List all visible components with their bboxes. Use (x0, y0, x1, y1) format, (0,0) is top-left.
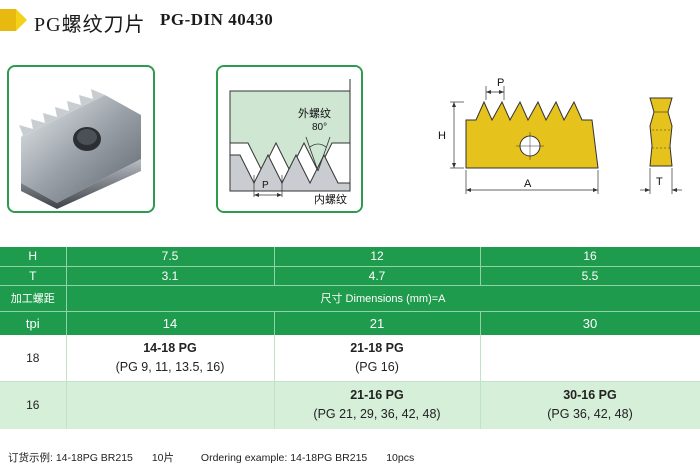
page-title: PG螺纹刀片 (34, 14, 146, 36)
product-cell: 21-18 PG (PG 16) (274, 335, 481, 382)
t-value-1: 3.1 (66, 266, 275, 286)
h-value-2: 12 (274, 247, 481, 267)
dimensions-header: 尺寸 Dimensions (mm)=A (66, 285, 700, 312)
product-pg-list: (PG 16) (355, 359, 399, 374)
tpi-value-2: 21 (274, 311, 481, 335)
tpi-label: tpi (0, 311, 67, 335)
product-name: 14-18 PG (143, 340, 197, 355)
insert-front-view (450, 86, 599, 194)
t-value-2: 4.7 (274, 266, 481, 286)
table-row: 18 14-18 PG (PG 9, 11, 13.5, 16) 21-18 P… (0, 335, 700, 382)
header-row: 加工螺距 尺寸 Dimensions (mm)=A (0, 285, 700, 312)
inner-thread-label: 内螺纹 (314, 194, 347, 206)
order-en-qty: 10pcs (386, 452, 415, 464)
dim-h-label: H (438, 130, 446, 142)
product-name: 30-16 PG (563, 388, 617, 403)
title-bar: PG螺纹刀片 PG-DIN 40430 (0, 0, 700, 44)
page-code: PG-DIN 40430 (160, 10, 274, 29)
dim-a-label: A (524, 178, 532, 190)
pitch-label: P (262, 180, 269, 191)
h-row-label: H (0, 247, 67, 267)
product-pg-list: (PG 21, 29, 36, 42, 48) (313, 407, 441, 422)
angle-label: 80° (312, 122, 328, 133)
insert-photo-card (7, 65, 155, 213)
product-cell-empty (480, 335, 700, 382)
order-cn-label: 订货示例: 14-18PG BR215 (8, 452, 133, 464)
product-cell: 14-18 PG (PG 9, 11, 13.5, 16) (66, 335, 275, 382)
tpi-value-3: 30 (480, 311, 700, 335)
insert-photo-illustration (19, 89, 141, 209)
thread-profile-diagram (218, 67, 361, 211)
product-cell-empty (66, 381, 275, 429)
insert-side-view (640, 97, 682, 194)
dim-t-label: T (656, 176, 663, 188)
h-value-1: 7.5 (66, 247, 275, 267)
h-value-3: 16 (480, 247, 700, 267)
product-cell: 21-16 PG (PG 21, 29, 36, 42, 48) (274, 381, 481, 429)
product-cell: 30-16 PG (PG 36, 42, 48) (480, 381, 700, 429)
t-row: T 3.1 4.7 5.5 (0, 266, 700, 286)
pitch-header: 加工螺距 (0, 285, 67, 312)
outer-thread-label: 外螺纹 (298, 108, 331, 120)
t-row-label: T (0, 266, 67, 286)
table-row: 16 21-16 PG (PG 21, 29, 36, 42, 48) 30-1… (0, 381, 700, 429)
row-tpi: 16 (0, 381, 67, 429)
t-value-3: 5.5 (480, 266, 700, 286)
h-row: H 7.5 12 16 (0, 247, 700, 267)
product-pg-list: (PG 9, 11, 13.5, 16) (115, 359, 225, 374)
ordering-example: 订货示例: 14-18PG BR215 10片 Ordering example… (8, 450, 414, 465)
order-cn-qty: 10片 (151, 452, 174, 464)
spec-table: H 7.5 12 16 T 3.1 4.7 5.5 加工螺距 尺寸 Dimens… (0, 247, 700, 429)
row-tpi: 18 (0, 335, 67, 382)
thread-profile-card: 外螺纹 80° P 内螺纹 (216, 65, 363, 213)
product-name: 21-18 PG (350, 340, 404, 355)
title-tab-icon (0, 9, 27, 31)
product-name: 21-16 PG (350, 388, 404, 403)
tpi-value-1: 14 (66, 311, 275, 335)
order-en-label: Ordering example: 14-18PG BR215 (200, 452, 368, 464)
tpi-row: tpi 14 21 30 (0, 311, 700, 335)
dim-p-label: P (497, 77, 505, 89)
product-pg-list: (PG 36, 42, 48) (547, 407, 633, 422)
